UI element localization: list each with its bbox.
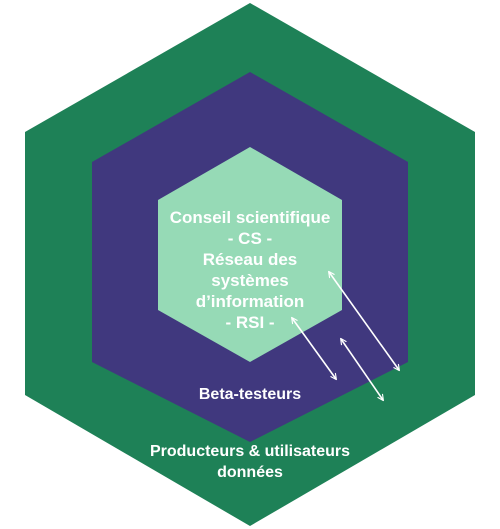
core-label: Conseil scientifique - CS - Réseau des s… xyxy=(150,207,350,333)
outer-label-line-1: Producteurs & utilisateurs xyxy=(149,443,351,460)
core-hexagon xyxy=(158,147,342,362)
arrow-middle-to-outer xyxy=(340,337,384,402)
outer-label-line-2: données xyxy=(217,464,283,481)
middle-layer-label: Beta-testeurs xyxy=(198,386,302,403)
feedback-arrows xyxy=(291,270,400,402)
arrow-core-to-middle xyxy=(291,316,337,381)
core-label-line-1: Conseil scientifique xyxy=(169,208,331,227)
core-label-line-4: systèmes xyxy=(211,271,289,290)
core-label-line-6: - RSI - xyxy=(225,313,275,332)
core-label-line-2: - CS - xyxy=(227,229,273,248)
outer-layer-label: Producteurs & utilisateurs données xyxy=(100,441,400,483)
arrow-core-to-outer xyxy=(328,270,400,372)
core-label-line-5: d’information xyxy=(195,292,305,311)
core-label-line-3: Réseau des xyxy=(202,250,298,269)
